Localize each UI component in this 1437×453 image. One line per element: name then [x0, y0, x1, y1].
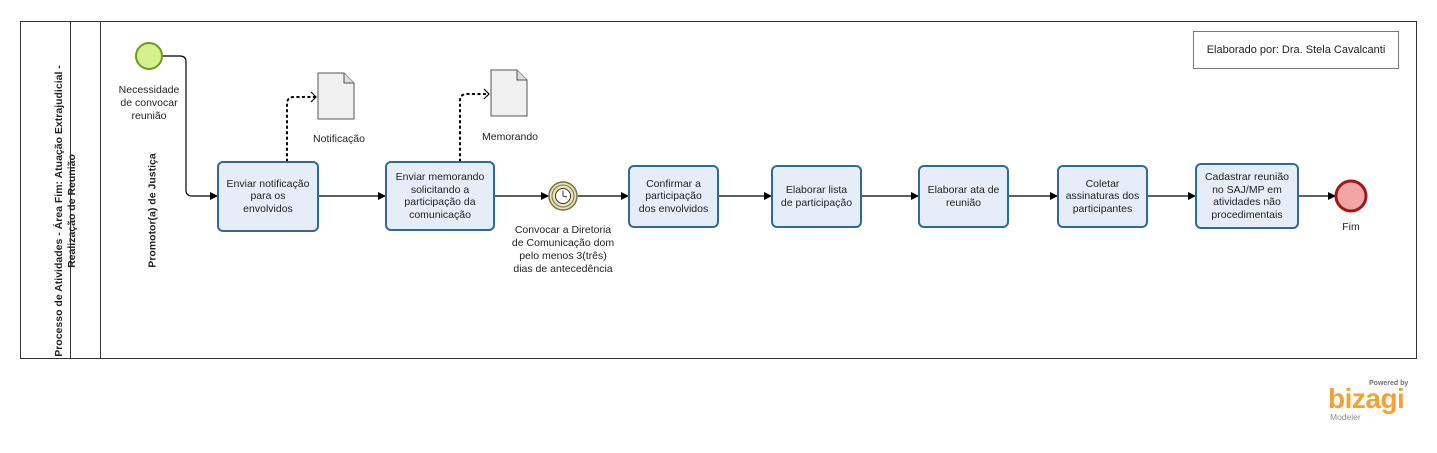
bizagi-logo: Powered by bizagi Modeler [1328, 380, 1420, 424]
lane-title: Promotor(a) de Justiça [146, 153, 159, 268]
logo-product: Modeler [1330, 412, 1361, 422]
pool-title-line-1: Processo de Atividades - Área Fim: Atuaç… [53, 65, 65, 357]
end-event-label: Fim [1342, 221, 1360, 233]
timer-event-label: Convocar a Diretoria de Comunicação dom … [511, 224, 615, 275]
document-label-notificacao: Notificação [313, 133, 365, 145]
pool-header: Processo de Atividades - Área Fim: Atuaç… [20, 21, 78, 359]
document-label-memorando: Memorando [481, 131, 539, 143]
logo-powered-by: Powered by [1369, 380, 1409, 387]
author-credit-box: Elaborado por: Dra. Stela Cavalcanti [1193, 31, 1399, 69]
start-event-label: Necessidade de convocar reunião [118, 84, 180, 122]
pool [20, 21, 1417, 359]
lane-header: Promotor(a) de Justiça [71, 21, 159, 359]
logo-brand: bizagi [1328, 383, 1405, 414]
